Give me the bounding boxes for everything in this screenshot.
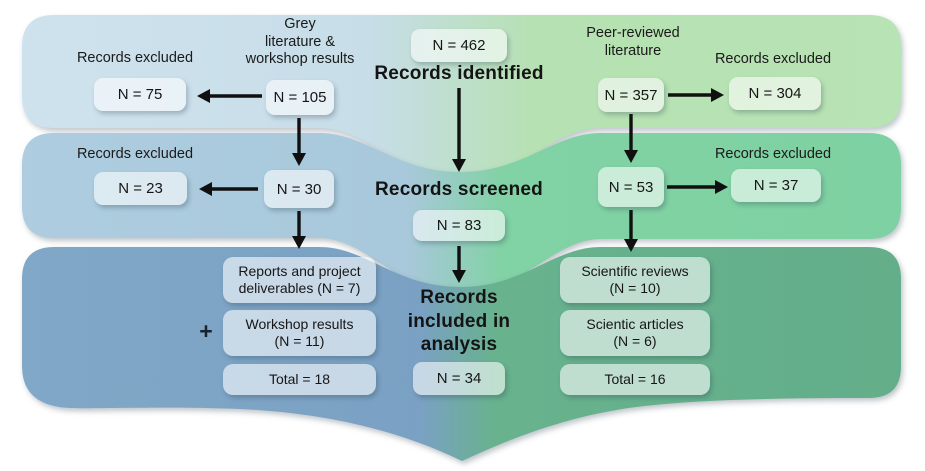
grey-source-count-box: N = 105 bbox=[266, 80, 334, 115]
identified-count-box: N = 462 bbox=[411, 29, 507, 62]
arrowhead-grey-included bbox=[292, 236, 306, 249]
peer-included-total-box: Total = 16 bbox=[560, 364, 710, 395]
arrowhead-n75 bbox=[197, 89, 210, 103]
grey-excluded-top-count-box: N = 75 bbox=[94, 78, 186, 111]
arrowhead-included bbox=[452, 270, 466, 283]
flow-arrows bbox=[197, 88, 728, 283]
arrowhead-n304 bbox=[711, 88, 724, 102]
grey-excluded-mid-label: Records excluded bbox=[76, 146, 194, 162]
screened-count-box: N = 83 bbox=[413, 210, 505, 241]
records-included-label: Records included in analysis bbox=[407, 287, 511, 355]
arrowhead-n37 bbox=[715, 180, 728, 194]
grey-included-workshop-box: Workshop results (N = 11) bbox=[223, 310, 376, 356]
records-screened-label: Records screened bbox=[375, 179, 543, 200]
grey-included-total-box: Total = 18 bbox=[223, 364, 376, 395]
grey-excluded-mid-count-box: N = 23 bbox=[94, 172, 187, 205]
arrowhead-peer-included bbox=[624, 239, 638, 252]
included-count-box: N = 34 bbox=[413, 362, 505, 395]
peer-source-count-box: N = 357 bbox=[598, 78, 664, 112]
plus-sign: + bbox=[199, 318, 213, 344]
peer-included-articles-box: Scientic articles (N = 6) bbox=[560, 310, 710, 356]
grey-screened-count-box: N = 30 bbox=[264, 170, 334, 208]
arrowhead-n30 bbox=[292, 153, 306, 166]
grey-excluded-top-label: Records excluded bbox=[76, 50, 194, 66]
grey-included-reports-box: Reports and project deliverables (N = 7) bbox=[223, 257, 376, 303]
peer-excluded-mid-label: Records excluded bbox=[714, 146, 832, 162]
peer-excluded-top-label: Records excluded bbox=[714, 51, 832, 67]
grey-literature-source-label: Grey literature & workshop results bbox=[245, 16, 355, 67]
records-identified-label: Records identified bbox=[374, 63, 544, 84]
identified-band-shape bbox=[22, 15, 901, 176]
arrowhead-n23 bbox=[199, 182, 212, 196]
peer-reviewed-source-label: Peer-reviewed literature bbox=[586, 25, 680, 59]
arrowhead-n53 bbox=[624, 150, 638, 163]
arrowhead-screened bbox=[452, 159, 466, 172]
peer-included-reviews-box: Scientific reviews (N = 10) bbox=[560, 257, 710, 303]
peer-screened-count-box: N = 53 bbox=[598, 167, 664, 207]
peer-excluded-top-count-box: N = 304 bbox=[729, 77, 821, 110]
peer-excluded-mid-count-box: N = 37 bbox=[731, 169, 821, 202]
